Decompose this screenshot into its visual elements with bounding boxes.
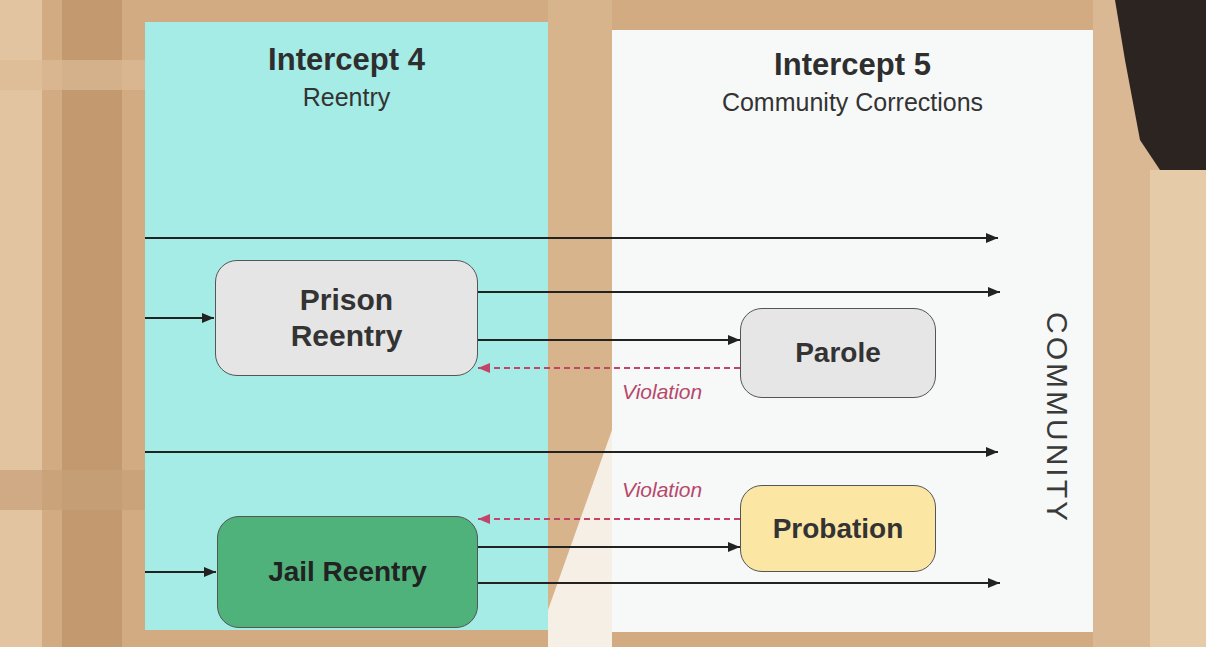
panel-subheading: Community Corrections bbox=[612, 85, 1093, 119]
edge-label-holder: Violation bbox=[622, 380, 702, 404]
box-label: Jail Reentry bbox=[268, 555, 427, 589]
process-box: Prison Reentry bbox=[215, 260, 478, 376]
light-wedge bbox=[548, 430, 612, 647]
intercept-panel: Prison ReentryJail Reentry Intercept 4Ree… bbox=[145, 22, 548, 630]
column-shadow bbox=[62, 0, 122, 647]
edge-label-holder: Violation bbox=[622, 478, 702, 502]
community-target: COMMUNITY bbox=[1000, 280, 1080, 600]
box-label: Parole bbox=[795, 336, 881, 370]
column-highlight bbox=[0, 0, 42, 647]
column-highlight bbox=[1150, 170, 1206, 647]
flow-line bbox=[145, 571, 216, 573]
panel-subheading: Reentry bbox=[145, 80, 548, 114]
process-box: Probation bbox=[740, 485, 936, 572]
column-right bbox=[1093, 0, 1206, 647]
flow-arrow bbox=[478, 291, 1000, 293]
edge-label: Violation bbox=[622, 380, 702, 403]
flow-line bbox=[145, 237, 998, 239]
dark-corner bbox=[1115, 0, 1206, 170]
process-box: Jail Reentry bbox=[217, 516, 478, 628]
intercept-panel: ParoleProbation COMMUNITY Intercept 5Commu… bbox=[612, 30, 1093, 632]
column-gap bbox=[548, 0, 612, 647]
panel-header: Intercept 5Community Corrections bbox=[612, 45, 1093, 119]
panel-heading: Intercept 5 bbox=[612, 45, 1093, 85]
community-label: COMMUNITY bbox=[1040, 312, 1074, 524]
flow-line bbox=[145, 317, 214, 319]
flow-line bbox=[145, 451, 998, 453]
process-box: Parole bbox=[740, 308, 936, 398]
flow-arrow bbox=[478, 339, 740, 341]
column-band bbox=[0, 470, 145, 510]
flow-arrow bbox=[478, 546, 740, 548]
panel-heading: Intercept 4 bbox=[145, 40, 548, 80]
column-band bbox=[0, 60, 145, 90]
panel-header: Intercept 4Reentry bbox=[145, 40, 548, 114]
box-label: Probation bbox=[773, 512, 904, 546]
flow-arrow bbox=[478, 582, 1000, 584]
box-label: Prison Reentry bbox=[272, 282, 422, 354]
edge-label: Violation bbox=[622, 478, 702, 501]
